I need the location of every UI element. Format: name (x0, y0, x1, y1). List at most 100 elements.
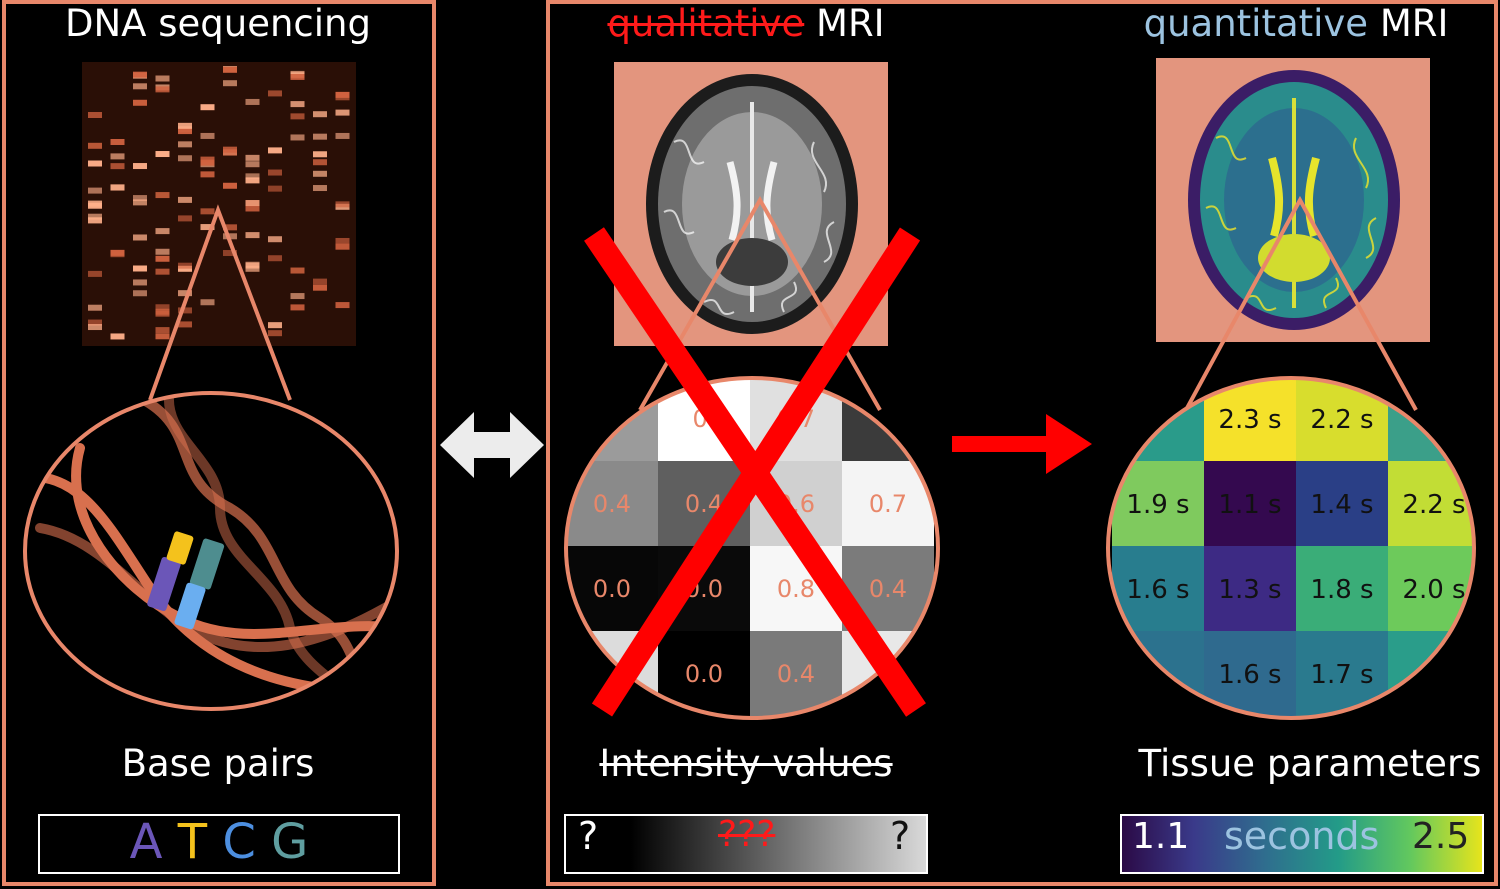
gel-band (223, 250, 237, 257)
gel-band (155, 255, 170, 262)
double-arrow-icon (440, 412, 544, 478)
gel-band (88, 200, 102, 207)
gel-band (88, 270, 102, 277)
gel-band (335, 91, 350, 98)
gel-band (88, 324, 102, 331)
cross-out-x-icon (584, 227, 926, 717)
scale-left-question: ? (578, 814, 599, 858)
gel-band (155, 248, 170, 255)
dna-gel-image (82, 62, 356, 346)
gel-band (155, 268, 170, 275)
base-c: C (222, 814, 256, 870)
quantitative-word: quantitative (1143, 2, 1369, 45)
gel-band (313, 159, 327, 166)
gel-band (200, 299, 215, 306)
gel-band (245, 265, 260, 272)
grid-cell-value: 2.2 s (1310, 405, 1373, 435)
gel-band (335, 109, 350, 116)
gel-band (245, 200, 260, 207)
gel-band (335, 243, 350, 250)
grid-cell-value: 1.8 s (1310, 575, 1373, 605)
qualitative-title: qualitative MRI (546, 2, 946, 45)
grid-cell-value: 0.4 (869, 575, 907, 603)
gel-band (313, 284, 327, 291)
gel-band (88, 112, 102, 119)
gel-band (110, 184, 125, 191)
tissue-caption: Tissue parameters (1138, 742, 1482, 785)
gel-band (335, 237, 350, 244)
gel-band (200, 159, 215, 166)
qualitative-mri: MRI (816, 2, 885, 45)
gel-band (88, 217, 102, 224)
gel-band (268, 330, 282, 337)
grid-cell-value: 0.8 (777, 575, 815, 603)
gel-band (290, 73, 305, 80)
grid-cell-value: 0.0 (685, 660, 723, 688)
grid-cell-value: 1.7 s (1310, 660, 1373, 690)
grid-cell-value: 0.7 (869, 490, 907, 518)
dna-title: DNA sequencing (65, 2, 371, 45)
grid-cell-value: 0.4 (593, 490, 631, 518)
dna-caption: Base pairs (121, 742, 315, 785)
gel-band (313, 185, 327, 192)
grid-cell-value: 0.0 (593, 575, 631, 603)
gel-band (313, 151, 327, 158)
gel-band (155, 86, 170, 93)
gel-band (268, 90, 282, 97)
gel-band (223, 224, 237, 231)
gel-band (178, 122, 192, 129)
gel-band (155, 228, 170, 235)
gel-band (110, 251, 125, 258)
gel-band (178, 215, 192, 222)
grid-cell-value: 1.3 s (1218, 575, 1281, 605)
gel-band (133, 163, 147, 170)
gel-band (178, 265, 192, 272)
gel-band (245, 161, 260, 168)
gel-band (200, 132, 215, 139)
gel-band (178, 262, 192, 269)
grid-cell (1388, 378, 1474, 461)
scale-min-label: 1.1 (1132, 816, 1190, 857)
gel-band (178, 307, 192, 314)
gel-band (110, 333, 125, 340)
gel-band (155, 308, 170, 315)
gel-band (133, 234, 147, 241)
grayscale-bar (564, 814, 928, 874)
gel-band (155, 333, 170, 340)
gel-band (88, 187, 102, 194)
gel-band (110, 138, 125, 145)
scale-seconds-label: seconds (1224, 814, 1380, 858)
qualitative-word: qualitative (607, 2, 805, 45)
gel-band (155, 304, 170, 311)
gel-band (88, 142, 102, 149)
gel-band (313, 133, 327, 140)
gel-band (268, 169, 282, 176)
gel-band (133, 195, 147, 202)
gel-band (313, 111, 327, 118)
gel-band (200, 171, 215, 178)
gel-band (245, 173, 260, 180)
quantitative-brain-image (1188, 70, 1400, 330)
grid-cell (1296, 461, 1388, 546)
red-arrow-icon (952, 414, 1092, 474)
gel-band (335, 201, 350, 208)
gel-band (88, 213, 102, 220)
gel-band (178, 290, 192, 297)
base-t: T (177, 814, 208, 870)
gel-band (335, 132, 350, 139)
grid-cell-value: 0.4 (777, 660, 815, 688)
gel-band (335, 302, 350, 309)
grid-cell (1388, 631, 1474, 716)
gel-band (223, 80, 237, 87)
grid-cell-value: 2.3 s (1218, 405, 1281, 435)
gel-band (88, 319, 102, 326)
gel-band (245, 261, 260, 268)
gel-band (245, 98, 260, 105)
gel-band (290, 101, 305, 108)
grid-cell (1204, 631, 1296, 716)
gel-band (223, 146, 237, 153)
grid-cell-value: 2.0 s (1402, 575, 1465, 605)
